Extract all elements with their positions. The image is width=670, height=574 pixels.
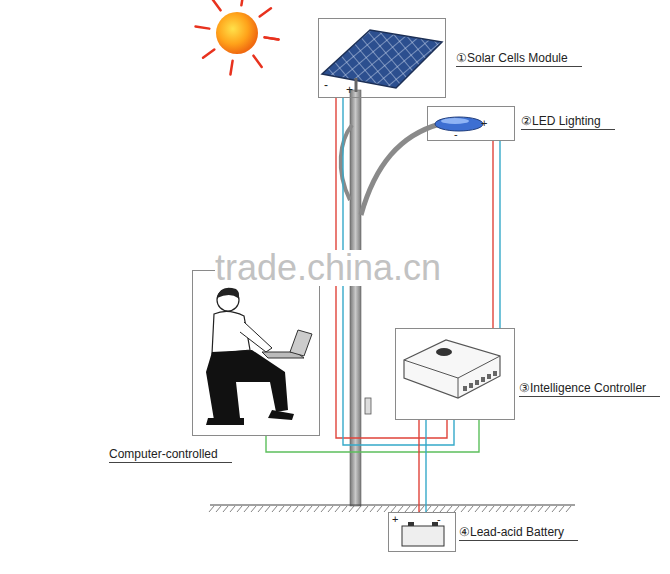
component-label: ③Intelligence Controller <box>519 381 660 397</box>
sun <box>196 0 279 74</box>
component-label: Computer-controlled <box>109 447 232 463</box>
component-frame: Computer-controlled <box>192 270 320 436</box>
battery-icon <box>402 522 444 546</box>
wire-path <box>499 141 500 328</box>
ground-line <box>209 505 575 512</box>
component-label: ②LED Lighting <box>521 114 615 130</box>
polarity-sign: - <box>324 79 328 91</box>
wire <box>266 420 479 452</box>
wire-path <box>425 420 426 512</box>
component-frame: ③Intelligence Controller <box>395 328 515 420</box>
person-figure <box>206 288 312 425</box>
wire <box>493 141 500 328</box>
controller-device <box>404 340 500 398</box>
polarity-sign: + <box>481 118 487 129</box>
component-frame: ②LED Lighting <box>427 106 515 141</box>
pole-door <box>365 398 371 414</box>
led-lamp <box>435 117 483 131</box>
component-label: ④Lead-acid Battery <box>459 525 578 541</box>
watermark: trade.china.cn <box>215 250 441 286</box>
wire-path <box>266 420 479 452</box>
polarity-sign: + <box>392 514 398 525</box>
wire <box>419 420 426 512</box>
wire-path <box>492 141 493 328</box>
lamp-arm <box>361 124 440 215</box>
polarity-sign: - <box>437 514 441 525</box>
lamp-pole <box>350 90 361 506</box>
polarity-sign: - <box>454 129 458 140</box>
polarity-sign: + <box>346 84 353 96</box>
solar-panel <box>322 30 442 88</box>
component-frame: ①Solar Cells Module <box>318 18 446 98</box>
component-label: ①Solar Cells Module <box>456 51 582 67</box>
wire-path <box>418 420 419 512</box>
